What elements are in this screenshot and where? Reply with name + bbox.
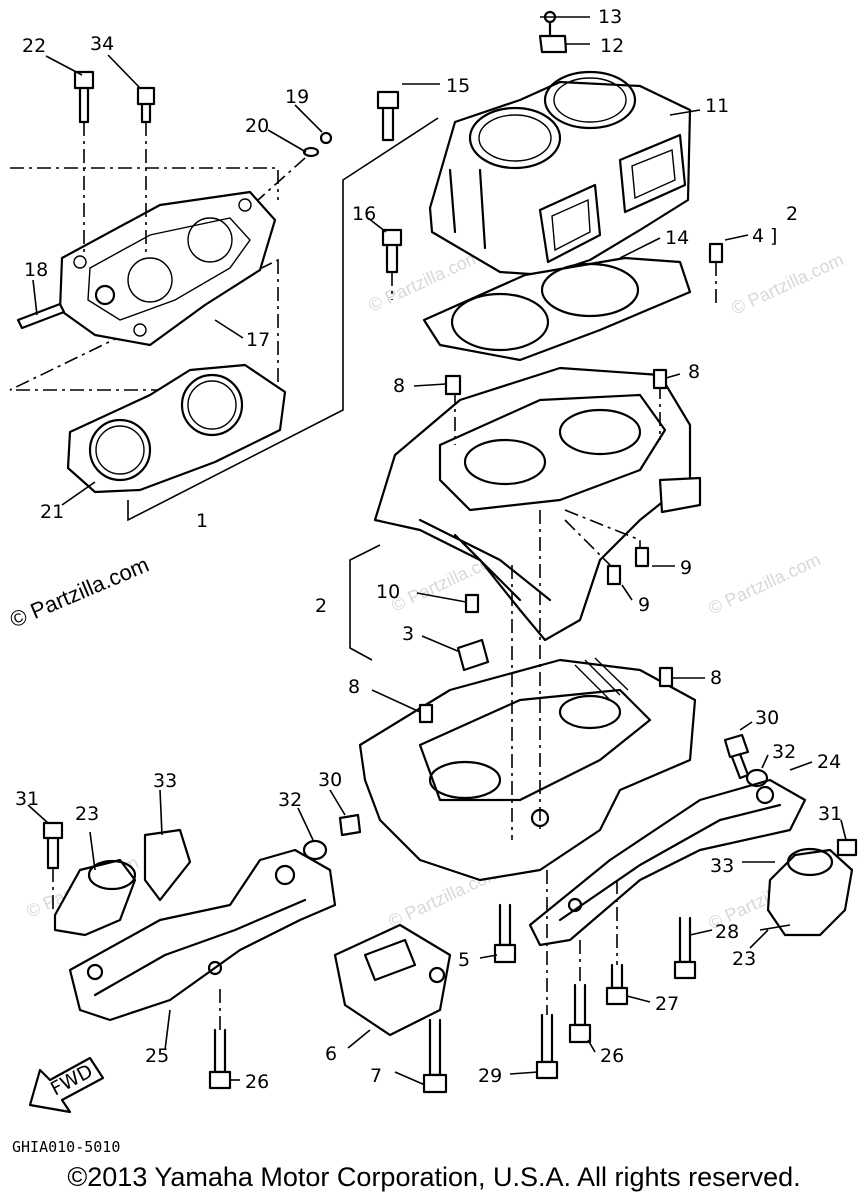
callout-8-d: 8 bbox=[710, 667, 722, 689]
callout-25: 25 bbox=[145, 1045, 169, 1067]
callout-29: 29 bbox=[478, 1065, 502, 1087]
watermark-text: © Partzilla.com bbox=[6, 552, 152, 633]
callout-15: 15 bbox=[446, 75, 470, 97]
callout-18: 18 bbox=[24, 259, 48, 281]
callout-32-right: 32 bbox=[772, 741, 796, 763]
cylinder-block bbox=[376, 10, 724, 362]
callout-7: 7 bbox=[370, 1065, 382, 1087]
callout-27: 27 bbox=[655, 993, 679, 1015]
callout-16: 16 bbox=[352, 203, 376, 225]
callout-13: 13 bbox=[598, 6, 622, 28]
callout-8-a: 8 bbox=[393, 375, 405, 397]
callout-31-right: 31 bbox=[818, 803, 842, 825]
callout-2-top: 2 bbox=[786, 203, 798, 225]
callout-26-left: 26 bbox=[245, 1071, 269, 1093]
fwd-arrow: FWD bbox=[28, 1056, 105, 1114]
engine-bracket-right bbox=[528, 778, 807, 947]
right-mount bbox=[493, 733, 858, 1080]
callout-9-a: 9 bbox=[680, 557, 692, 579]
left-mount bbox=[42, 813, 362, 1090]
callout-17: 17 bbox=[246, 329, 270, 351]
callout-8-b: 8 bbox=[688, 361, 700, 383]
callout-33-left: 33 bbox=[153, 770, 177, 792]
crankcase-lower bbox=[358, 510, 697, 882]
callout-34: 34 bbox=[90, 33, 114, 55]
bracket-symbol: ] bbox=[770, 225, 777, 247]
electrical-box bbox=[333, 923, 452, 1094]
callout-19: 19 bbox=[285, 86, 309, 108]
watermark-text: © Partzilla.com bbox=[705, 549, 823, 618]
crankcase-upper bbox=[349, 366, 702, 672]
callout-1: 1 bbox=[196, 510, 208, 532]
callout-14: 14 bbox=[665, 227, 689, 249]
callout-8-c: 8 bbox=[348, 676, 360, 698]
callout-26-right: 26 bbox=[600, 1045, 624, 1067]
callout-20: 20 bbox=[245, 115, 269, 137]
callout-5: 5 bbox=[458, 949, 470, 971]
engine-bracket-left bbox=[68, 848, 337, 1022]
callout-3: 3 bbox=[402, 623, 414, 645]
callout-23-right: 23 bbox=[732, 948, 756, 970]
callout-22: 22 bbox=[22, 35, 46, 57]
callout-30-left: 30 bbox=[318, 769, 342, 791]
callout-33-right: 33 bbox=[710, 855, 734, 877]
callout-10: 10 bbox=[376, 581, 400, 603]
callout-11: 11 bbox=[705, 95, 729, 117]
cylinder-head-cover bbox=[58, 190, 277, 347]
callout-28: 28 bbox=[715, 921, 739, 943]
callout-labels: 13 12 15 11 14 4 ] 2 22 34 19 20 16 18 1… bbox=[15, 6, 842, 1093]
callout-2-mid: 2 bbox=[315, 595, 327, 617]
callout-31-left: 31 bbox=[15, 788, 39, 810]
callout-21: 21 bbox=[40, 501, 64, 523]
callout-23-left: 23 bbox=[75, 803, 99, 825]
callout-30-right: 30 bbox=[755, 707, 779, 729]
leader-lines bbox=[27, 16, 847, 1086]
callout-6: 6 bbox=[325, 1043, 337, 1065]
head-assembly-group bbox=[9, 117, 439, 522]
rubber-mount-right bbox=[766, 848, 854, 937]
callout-9-b: 9 bbox=[638, 594, 650, 616]
head-bolts bbox=[16, 70, 333, 330]
callout-32-left: 32 bbox=[278, 789, 302, 811]
rubber-mount-left bbox=[53, 858, 137, 937]
head-gasket bbox=[66, 363, 287, 494]
copyright-notice: ©2013 Yamaha Motor Corporation, U.S.A. A… bbox=[67, 1162, 801, 1192]
watermark-text: © Partzilla.com bbox=[728, 249, 846, 318]
callout-4: 4 bbox=[752, 225, 764, 247]
callout-12: 12 bbox=[600, 35, 624, 57]
callout-24: 24 bbox=[817, 751, 841, 773]
diagram-code: GHIA010-5010 bbox=[12, 1138, 120, 1156]
